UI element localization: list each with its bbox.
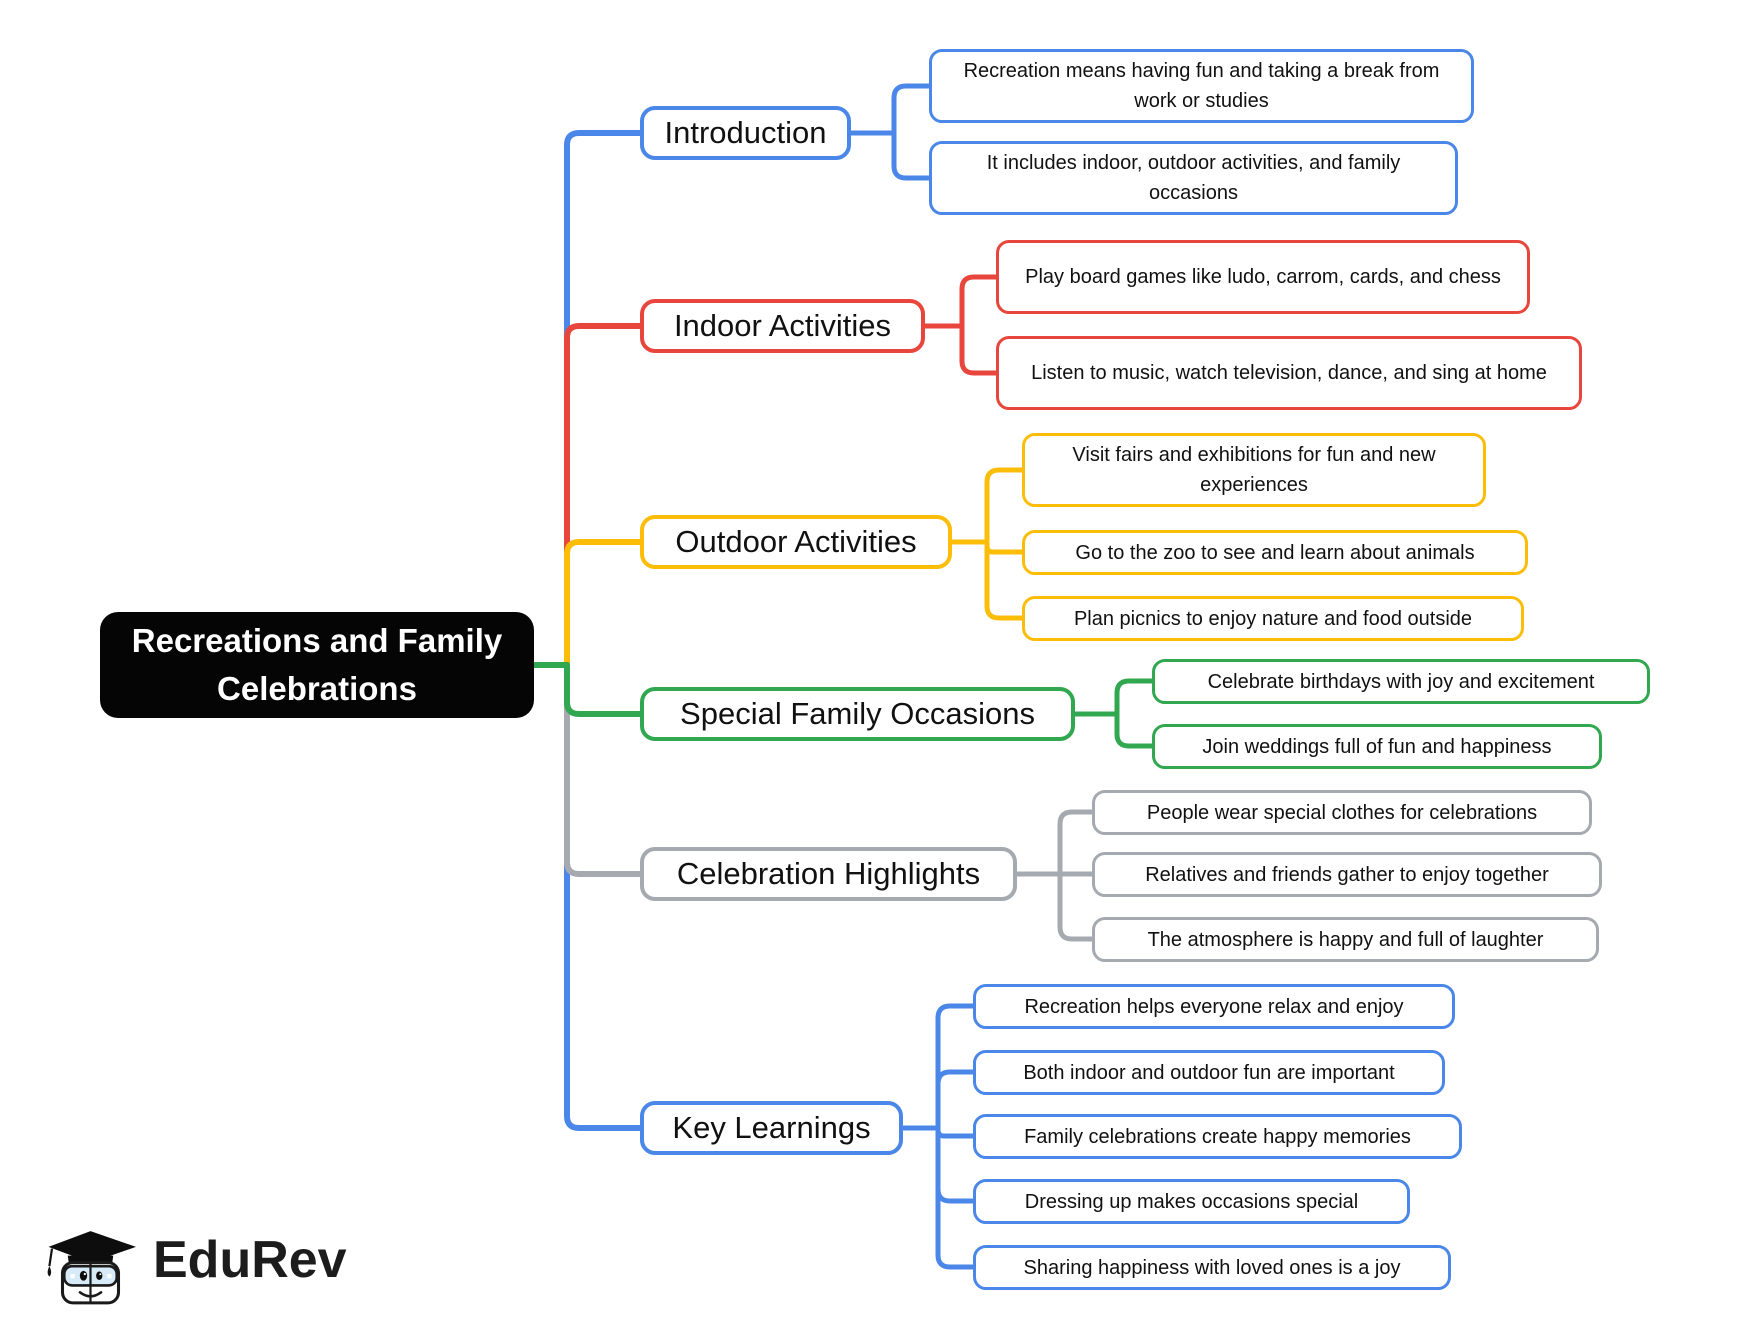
child-label: Go to the zoo to see and learn about ani… — [1075, 541, 1475, 564]
child-node[interactable]: Listen to music, watch television, dance… — [996, 336, 1582, 410]
branch-label: Special Family Occasions — [680, 696, 1035, 732]
connector-introduction-children — [848, 83, 932, 181]
edurev-brand-text: EduRev — [153, 1231, 347, 1289]
root-node[interactable]: Recreations and Family Celebrations — [100, 612, 534, 718]
connector-key-learnings — [564, 662, 643, 1131]
branch-node-outdoor-activities[interactable]: Outdoor Activities — [640, 515, 952, 569]
child-label: Play board games like ludo, carrom, card… — [1025, 266, 1501, 288]
branch-node-celebration-highlights[interactable]: Celebration Highlights — [640, 847, 1017, 901]
branch-label: Indoor Activities — [673, 308, 892, 344]
child-node[interactable]: Play board games like ludo, carrom, card… — [996, 240, 1530, 314]
connector-special — [564, 662, 643, 717]
connector-indoor — [564, 323, 643, 668]
child-label: Sharing happiness with loved ones is a j… — [1023, 1256, 1401, 1279]
child-node[interactable]: Plan picnics to enjoy nature and food ou… — [1022, 596, 1524, 641]
child-label: Plan picnics to enjoy nature and food ou… — [1073, 607, 1473, 630]
child-label: Join weddings full of fun and happiness — [1202, 735, 1552, 758]
child-node[interactable]: Family celebrations create happy memorie… — [973, 1114, 1462, 1159]
connector-indoor-children — [922, 274, 999, 376]
connector-key-children — [900, 1003, 976, 1270]
child-label: Relatives and friends gather to enjoy to… — [1145, 863, 1549, 886]
branch-label: Celebration Highlights — [676, 856, 981, 892]
child-label: Dressing up makes occasions special — [1024, 1190, 1359, 1213]
child-label: Visit fairs and exhibitions for fun and … — [1072, 444, 1436, 496]
child-label: It includes indoor, outdoor activities, … — [986, 152, 1401, 204]
branch-label: Introduction — [664, 115, 827, 151]
child-label: Family celebrations create happy memorie… — [1024, 1125, 1411, 1148]
child-node[interactable]: Relatives and friends gather to enjoy to… — [1092, 852, 1602, 897]
branch-node-indoor-activities[interactable]: Indoor Activities — [640, 299, 925, 353]
child-node[interactable]: The atmosphere is happy and full of laug… — [1092, 917, 1599, 962]
connector-introduction — [564, 130, 643, 668]
child-label: Both indoor and outdoor fun are importan… — [1023, 1061, 1395, 1084]
child-label: People wear special clothes for celebrat… — [1146, 801, 1538, 824]
child-node[interactable]: Join weddings full of fun and happiness — [1152, 724, 1602, 769]
child-node[interactable]: Celebrate birthdays with joy and excitem… — [1152, 659, 1650, 704]
child-node[interactable]: Both indoor and outdoor fun are importan… — [973, 1050, 1445, 1095]
child-label: The atmosphere is happy and full of laug… — [1147, 928, 1544, 951]
child-node[interactable]: People wear special clothes for celebrat… — [1092, 790, 1592, 835]
branch-node-introduction[interactable]: Introduction — [640, 106, 851, 160]
connector-celebration-children — [1014, 809, 1095, 942]
branch-label: Key Learnings — [672, 1110, 871, 1146]
child-node[interactable]: Recreation means having fun and taking a… — [929, 49, 1474, 123]
connector-special-children — [1072, 678, 1155, 749]
connector-celebration — [564, 662, 643, 877]
child-label: Listen to music, watch television, dance… — [1031, 362, 1547, 384]
branch-node-key-learnings[interactable]: Key Learnings — [640, 1101, 903, 1155]
child-label: Celebrate birthdays with joy and excitem… — [1207, 670, 1595, 693]
child-label: Recreation means having fun and taking a… — [963, 60, 1440, 112]
child-node[interactable]: Recreation helps everyone relax and enjo… — [973, 984, 1455, 1029]
edurev-logo[interactable]: EduRev — [38, 1210, 347, 1310]
child-node[interactable]: Sharing happiness with loved ones is a j… — [973, 1245, 1451, 1290]
edurev-mascot-icon — [47, 1231, 136, 1305]
child-node[interactable]: It includes indoor, outdoor activities, … — [929, 141, 1458, 215]
child-node[interactable]: Dressing up makes occasions special — [973, 1179, 1410, 1224]
root-label: Recreations and Family Celebrations — [131, 622, 503, 707]
child-node[interactable]: Visit fairs and exhibitions for fun and … — [1022, 433, 1486, 507]
child-node[interactable]: Go to the zoo to see and learn about ani… — [1022, 530, 1528, 575]
connector-outdoor-children — [949, 467, 1025, 621]
connector-outdoor — [564, 539, 643, 668]
child-label: Recreation helps everyone relax and enjo… — [1024, 995, 1404, 1018]
branch-label: Outdoor Activities — [675, 524, 917, 560]
branch-node-special-family-occasions[interactable]: Special Family Occasions — [640, 687, 1075, 741]
